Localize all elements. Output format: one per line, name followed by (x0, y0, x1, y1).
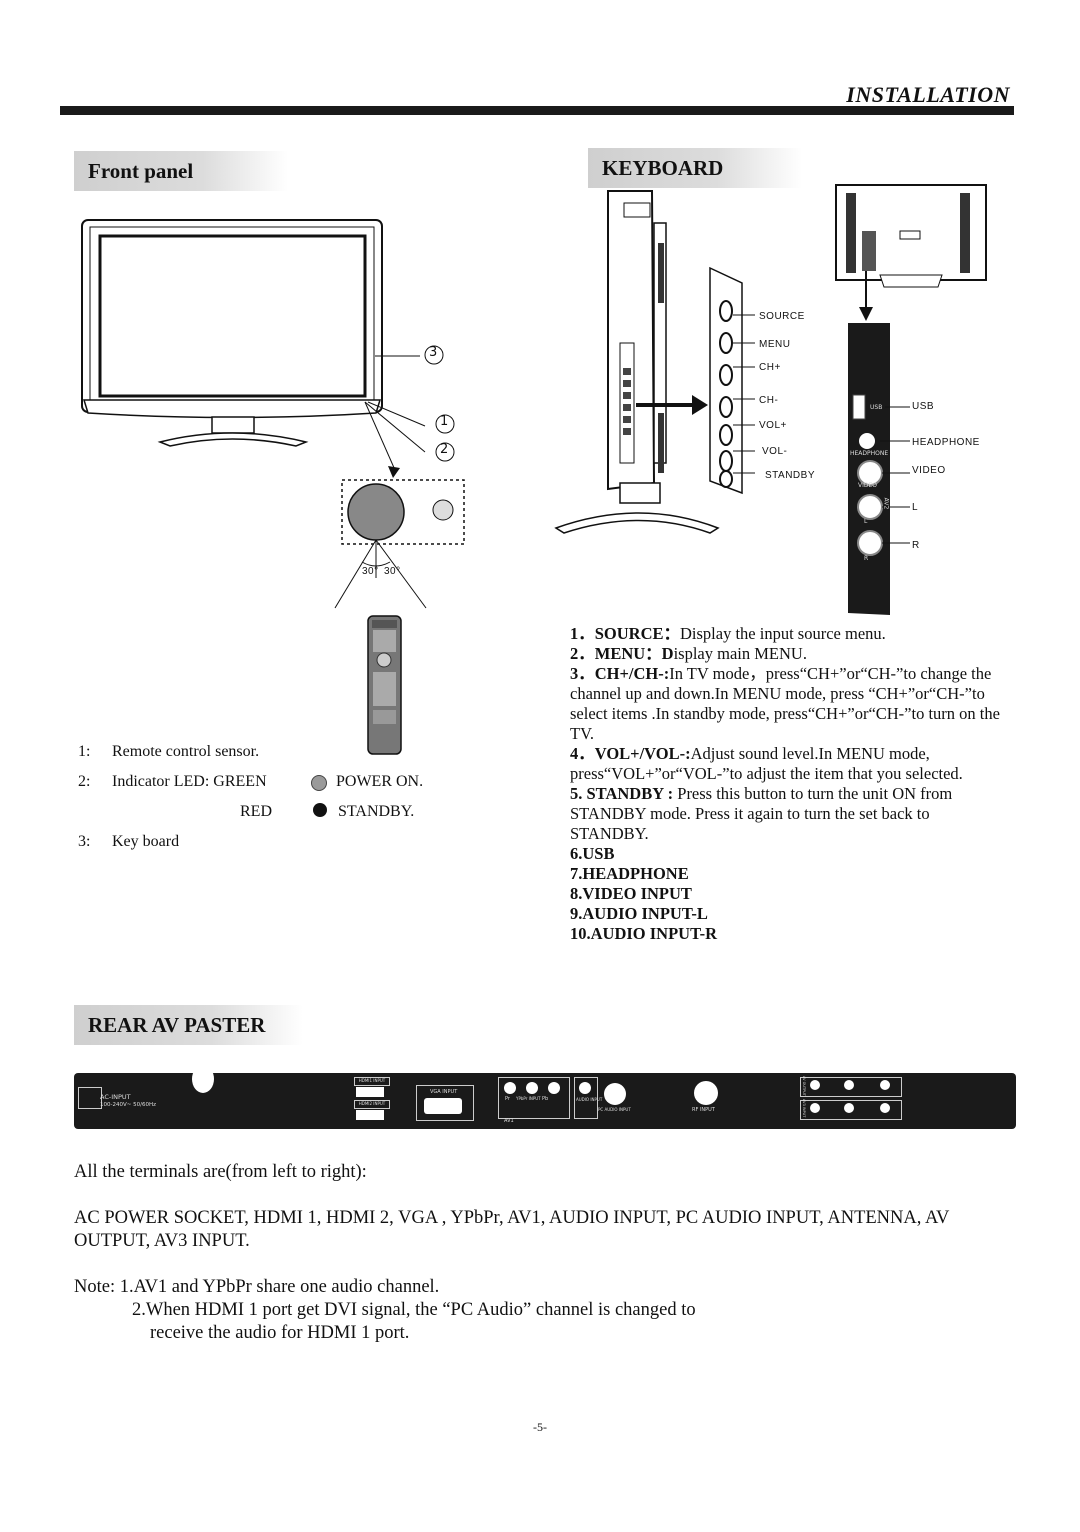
desc-extra-item: 6.USB (570, 844, 615, 863)
green-led-icon (311, 775, 327, 791)
rear-av-title: REAR AV PASTER (74, 1005, 303, 1045)
vga-port-box (416, 1085, 474, 1121)
vga-label: VGA INPUT (430, 1089, 458, 1095)
pb-label: Pb (542, 1096, 549, 1102)
terminals-intro: All the terminals are(from left to right… (74, 1162, 367, 1182)
keyboard-title: KEYBOARD (588, 148, 802, 188)
header-rule (60, 106, 1014, 115)
audio-input-label: AUDIO INPUT (576, 1097, 603, 1102)
panel-headphone-mark: HEADPHONE (850, 450, 889, 457)
desc-extra: 6.USB 7.HEADPHONE 8.VIDEO INPUT 9.AUDIO … (570, 844, 1002, 944)
rf-input-label: RF INPUT (692, 1107, 715, 1113)
pr-jack-icon (504, 1082, 516, 1094)
panel-l-mark: L (864, 518, 868, 525)
rf-jack-icon (694, 1081, 718, 1105)
rear-port-headphone-label: HEADPHONE (912, 437, 980, 448)
hdmi1-label: HDMI1 INPUT (354, 1077, 390, 1086)
av1-label: AV1 (504, 1118, 514, 1124)
ac-socket-icon (78, 1087, 102, 1109)
front-panel-illustration (81, 219, 465, 755)
legend-item: 1:Remote control sensor. (78, 743, 260, 760)
note-2: 2.When HDMI 1 port get DVI signal, the “… (132, 1300, 696, 1320)
hdmi2-port-icon (356, 1110, 384, 1120)
angle-label-right: 30° (384, 566, 401, 577)
keyboard-illustration (554, 184, 987, 615)
desc-extra-item: 9.AUDIO INPUT-L (570, 904, 708, 923)
side-key-menu-label: MENU (759, 339, 791, 350)
av-out-video-jack-icon (810, 1080, 820, 1090)
av-output-box (800, 1077, 902, 1097)
side-key-volminus-label: VOL- (762, 446, 788, 457)
desc-extra-item: 7.HEADPHONE (570, 864, 689, 883)
panel-usb-mark: USB (870, 404, 883, 411)
desc-extra-item: 8.VIDEO INPUT (570, 884, 692, 903)
av3-l-jack-icon (844, 1103, 854, 1113)
av-out-l-jack-icon (844, 1080, 854, 1090)
note-1: Note: 1.AV1 and YPbPr share one audio ch… (74, 1277, 440, 1297)
mount-notch (192, 1065, 214, 1093)
side-key-volplus-label: VOL+ (759, 420, 787, 431)
ypbpr-label: YPbPr INPUT (516, 1096, 541, 1101)
pb-jack-icon (526, 1082, 538, 1094)
y-jack-icon (548, 1082, 560, 1094)
desc-item: 5. STANDBY : Press this button to turn t… (570, 784, 953, 843)
legend-item: RED (240, 803, 272, 820)
pc-audio-label: PC AUDIO INPUT (598, 1107, 631, 1112)
keyboard-description: 1．SOURCE：Display the input source menu. … (570, 624, 1002, 944)
pr-label: Pr (505, 1096, 510, 1102)
audio-input-box (574, 1077, 598, 1119)
panel-video-mark: VIDEO (858, 482, 878, 489)
front-panel-legend: 1:Remote control sensor. 2:Indicator LED… (78, 737, 378, 857)
standby-label: STANDBY. (338, 803, 415, 820)
callout-3-number: 3 (429, 345, 438, 360)
rear-port-usb-label: USB (912, 401, 935, 412)
desc-extra-item: 10.AUDIO INPUT-R (570, 924, 717, 943)
rear-port-r-label: R (912, 540, 920, 551)
rear-port-l-label: L (912, 502, 919, 513)
hdmi1-port-icon (356, 1087, 384, 1097)
side-key-standby-label: STANDBY (765, 470, 815, 481)
legend-item: 2:Indicator LED: GREEN (78, 773, 267, 790)
side-key-source-label: SOURCE (759, 311, 805, 322)
page-section-header: INSTALLATION (846, 82, 1010, 107)
note-3: receive the audio for HDMI 1 port. (150, 1323, 410, 1343)
av-output-label: AV OUTPUT (802, 1076, 806, 1096)
legend-item: 3:Key board (78, 833, 180, 850)
callout-2-number: 2 (440, 442, 449, 457)
rear-panel-strip: AC-INPUT 100-240V~ 50/60Hz HDMI1 INPUT H… (74, 1065, 1016, 1129)
page-number: -5- (533, 1420, 547, 1434)
front-panel-title: Front panel (74, 151, 288, 191)
desc-item: 4．VOL+/VOL-:Adjust sound level.In MENU m… (570, 744, 963, 783)
desc-item: 3．CH+/CH-:In TV mode，press“CH+”or“CH-”to… (570, 664, 1000, 743)
desc-item: 2．MENU：Display main MENU. (570, 644, 807, 663)
power-on-label: POWER ON. (336, 773, 424, 790)
av3-r-jack-icon (880, 1103, 890, 1113)
hdmi2-label: HDMI2 INPUT (354, 1100, 390, 1109)
av3-input-box (800, 1100, 902, 1120)
pc-audio-jack-icon (604, 1083, 626, 1105)
side-key-chplus-label: CH+ (759, 362, 781, 373)
av-out-r-jack-icon (880, 1080, 890, 1090)
terminals-list: AC POWER SOCKET, HDMI 1, HDMI 2, VGA , Y… (74, 1208, 949, 1251)
av3-video-jack-icon (810, 1103, 820, 1113)
rear-port-video-label: VIDEO (912, 465, 946, 476)
ac-input-label: AC-INPUT (100, 1093, 131, 1101)
red-led-icon (313, 803, 327, 817)
audio-l-jack-icon (579, 1082, 591, 1094)
ypbpr-av1-box (498, 1077, 570, 1119)
side-key-chminus-label: CH- (759, 395, 779, 406)
angle-label-left: 30° (362, 566, 379, 577)
panel-av2-mark: AV2 (882, 497, 890, 510)
callout-1-number: 1 (440, 414, 449, 429)
panel-r-mark: R (864, 555, 869, 562)
vga-port-icon (424, 1098, 462, 1114)
av3-input-label: AV3 INPUT (802, 1099, 806, 1118)
ac-spec-label: 100-240V~ 50/60Hz (100, 1102, 156, 1108)
desc-item: 1．SOURCE：Display the input source menu. (570, 624, 886, 643)
